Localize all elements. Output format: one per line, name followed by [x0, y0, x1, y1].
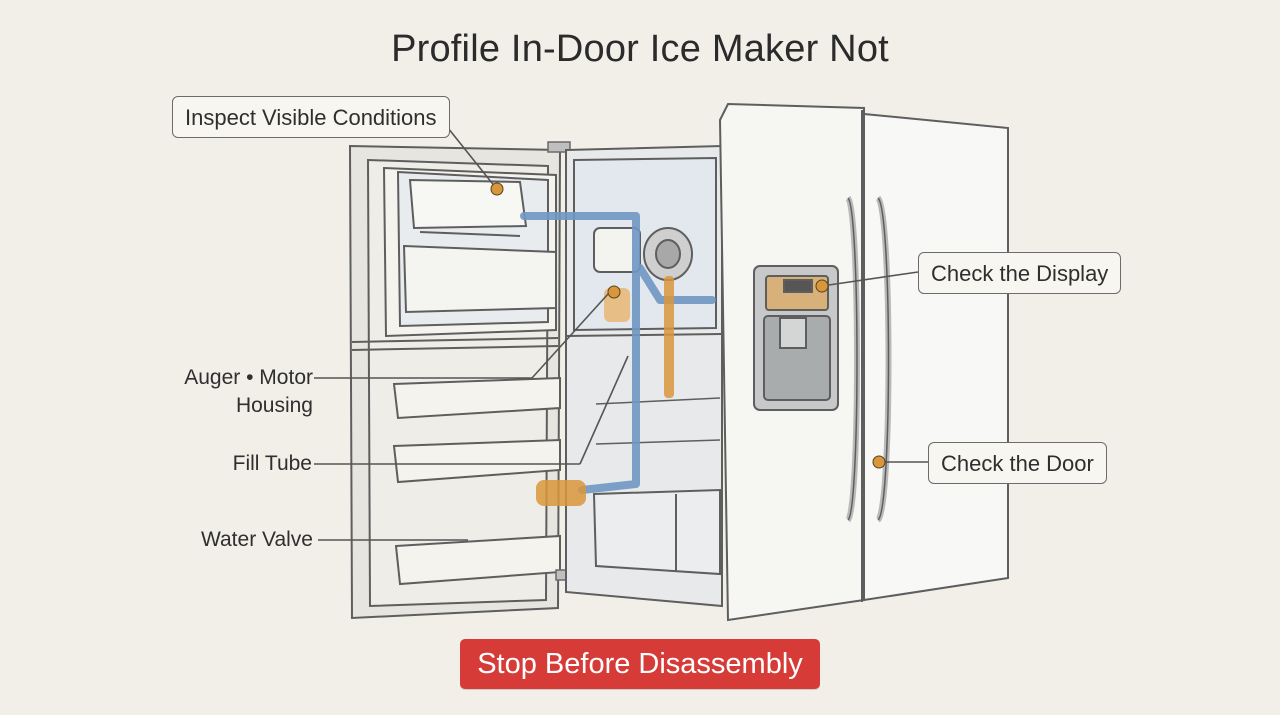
water-line: [520, 212, 716, 494]
marker-dots: [490, 182, 886, 469]
open-freezer-door: [348, 144, 562, 620]
label-auger-line1: Auger • Motor: [184, 366, 313, 389]
label-auger-motor-housing: Auger • Motor Housing: [150, 364, 313, 420]
diagram-title: Profile In-Door Ice Maker Not: [391, 28, 889, 70]
highlighted-parts: [536, 276, 674, 506]
callout-inspect-visible-conditions: Inspect Visible Conditions: [172, 96, 450, 138]
callout-check-display: Check the Display: [918, 252, 1122, 294]
callout-check-door: Check the Door: [928, 442, 1107, 484]
label-water-valve: Water Valve: [200, 528, 313, 551]
label-auger-line2: Housing: [235, 394, 313, 417]
water-valve-highlight: [536, 480, 586, 506]
door-hinge: [547, 141, 571, 153]
stop-before-disassembly-banner: Stop Before Disassembly: [460, 639, 820, 689]
label-fill-tube: Fill Tube: [232, 452, 312, 475]
closed-fridge-doors: [718, 102, 1009, 622]
